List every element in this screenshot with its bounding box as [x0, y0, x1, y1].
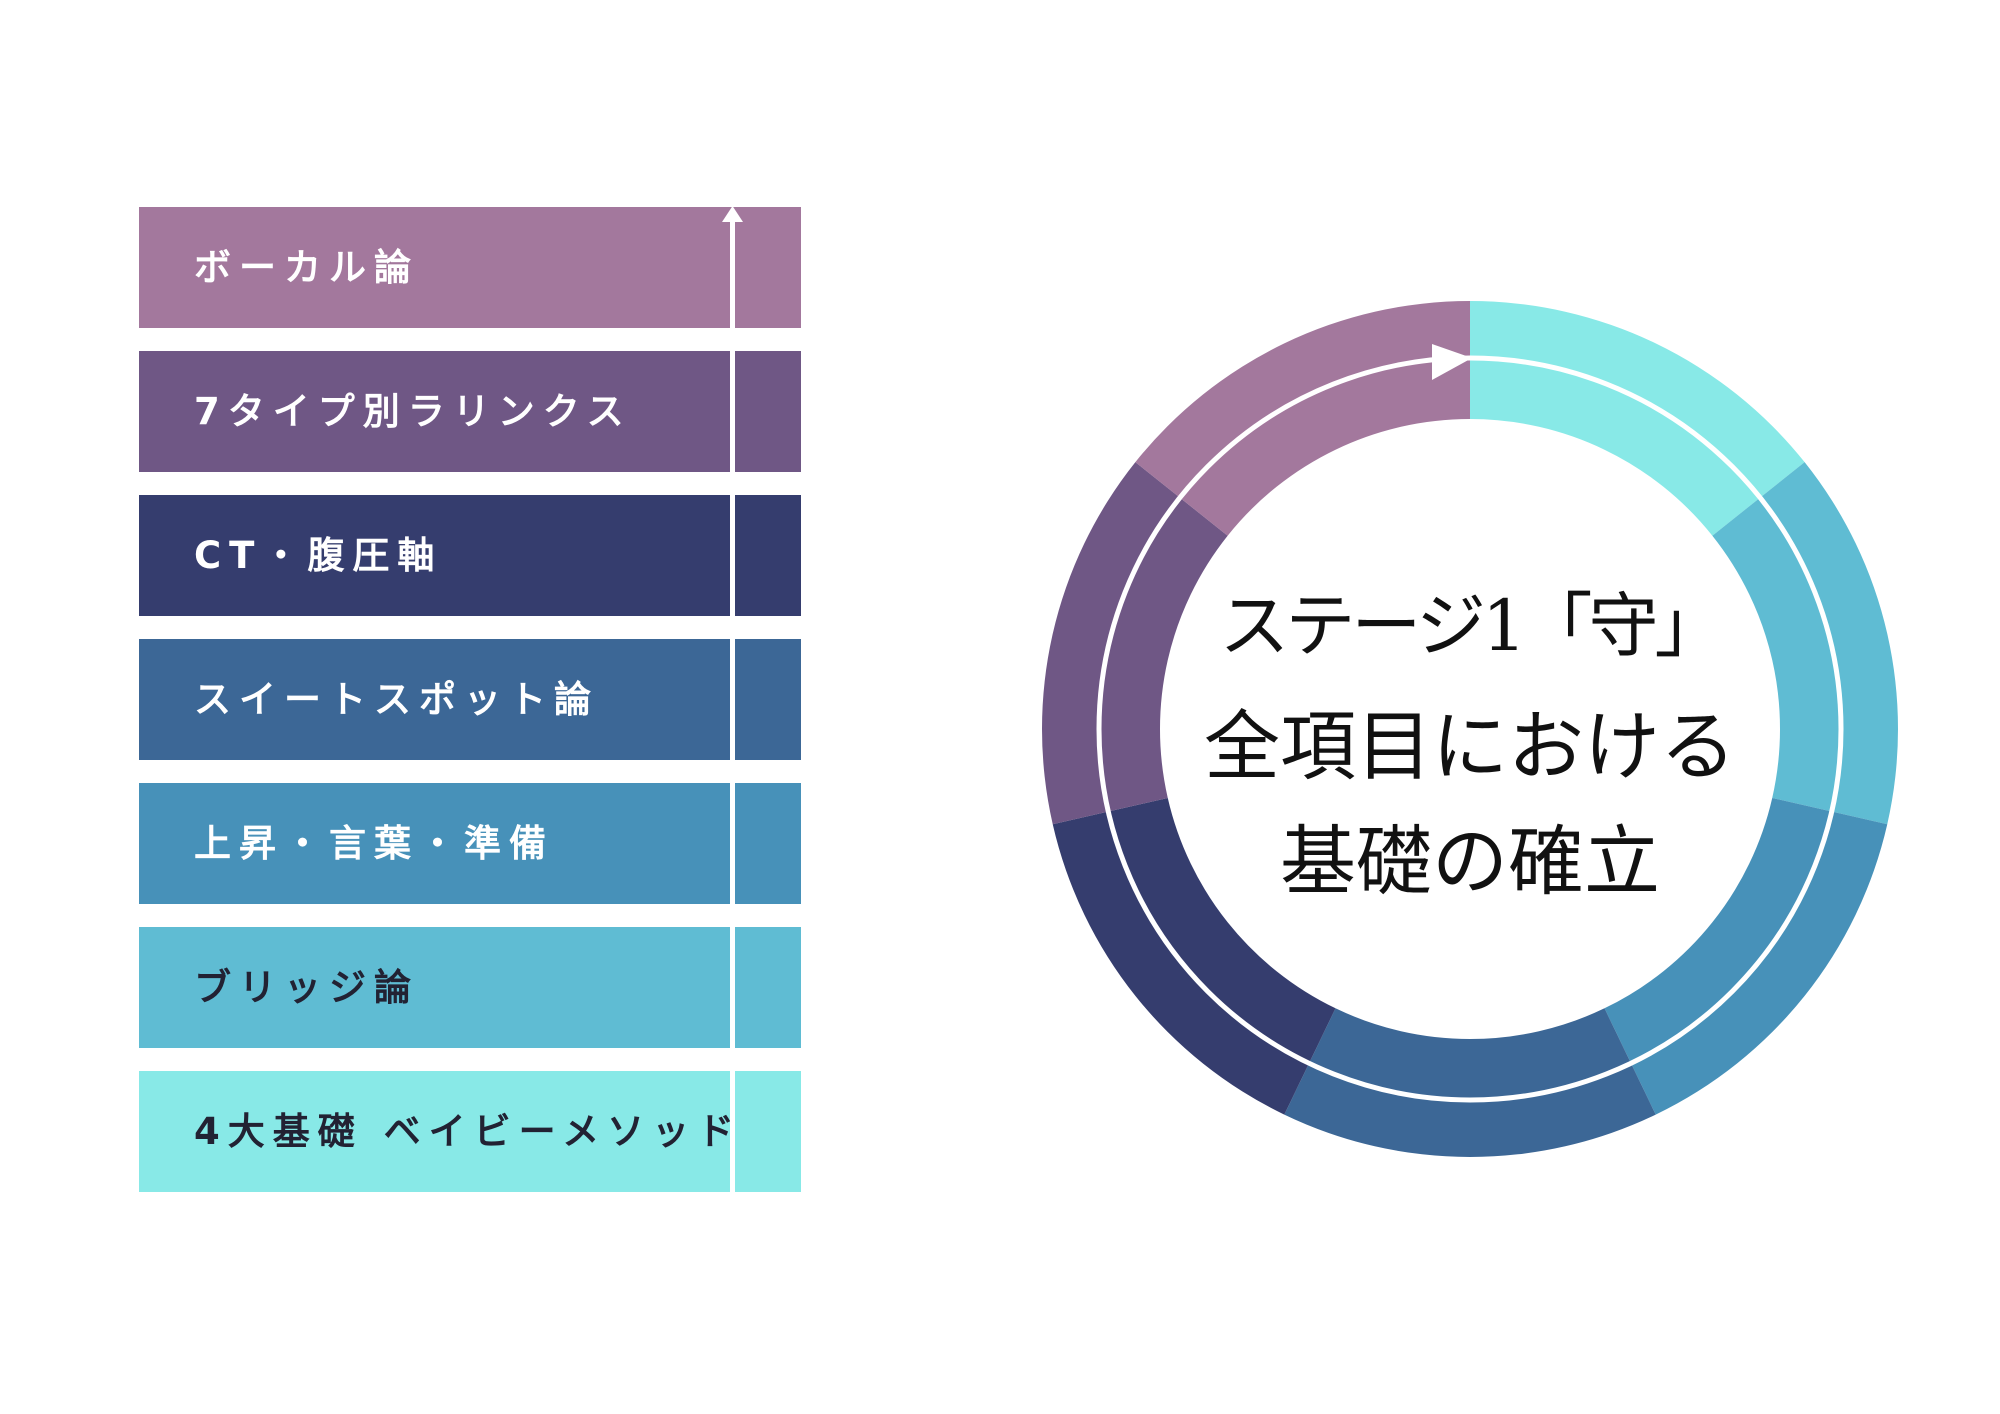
stage-label: 上昇・言葉・準備 — [194, 822, 554, 865]
cycle-title-line-2: 全項目における — [1204, 702, 1736, 791]
cycle-segment — [1042, 462, 1228, 825]
stage-label: ブリッジ論 — [194, 966, 419, 1009]
cycle-arrow-head-icon — [1432, 344, 1472, 380]
stage-label: 4大基礎 ベイビーメソッド — [194, 1110, 743, 1153]
cycle-title-line-3: 基礎の確立 — [1280, 817, 1660, 906]
stage-bar: 上昇・言葉・準備 — [139, 783, 801, 904]
stage-bar: 4大基礎 ベイビーメソッド — [139, 1071, 801, 1192]
cycle-segment — [1712, 462, 1898, 825]
cycle-title-line-1: ステージ1「守」 — [1219, 585, 1724, 667]
stage-label: ボーカル論 — [194, 246, 419, 289]
stage-label: CT・腹圧軸 — [194, 534, 443, 577]
cycle-segment — [1135, 301, 1470, 536]
stage-label: スイートスポット論 — [194, 678, 599, 721]
stage-bar: ボーカル論 — [139, 207, 801, 328]
stage-bar: 7タイプ別ラリンクス — [139, 351, 801, 472]
stage-bar: CT・腹圧軸 — [139, 495, 801, 616]
progress-arrow-up-icon — [722, 206, 743, 222]
stage-bar: スイートスポット論 — [139, 639, 801, 760]
cycle-segment — [1470, 301, 1805, 536]
stage-label: 7タイプ別ラリンクス — [194, 390, 632, 433]
stage-bar: ブリッジ論 — [139, 927, 801, 1048]
progress-arrow-shaft — [730, 218, 735, 1192]
cycle-segment — [1284, 1008, 1656, 1157]
